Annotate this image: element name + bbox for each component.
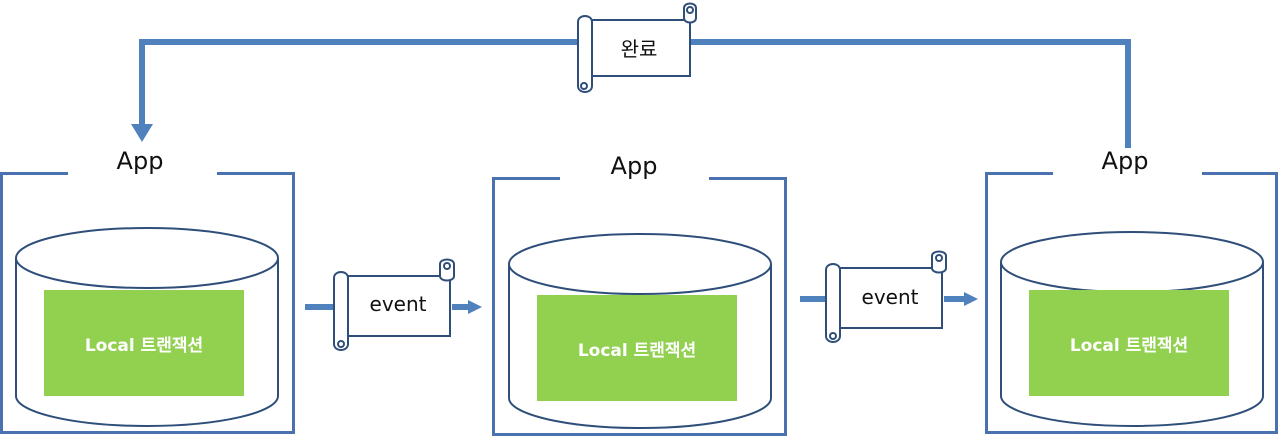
local-transaction-box-3: Local 트랜잭션 [1029,290,1229,396]
app-container-1 [0,172,295,434]
app-label-2: App [610,152,658,180]
app-label-3: App [1101,147,1149,175]
event-label-1: event [369,292,427,316]
app-container-2 [492,177,787,436]
completion-scroll-icon [577,2,697,93]
event-scroll-icon-2 [825,250,947,343]
completion-label: 완료 [620,37,658,61]
event-scroll-icon-1 [333,258,455,351]
local-transaction-box-2: Local 트랜잭션 [537,295,737,401]
event-arrow-2-head [964,292,978,306]
event-arrow-1-head [468,300,482,314]
app-container-3 [985,172,1278,434]
app-label-1: App [116,147,164,175]
local-transaction-box-1: Local 트랜잭션 [44,290,244,396]
local-transaction-label-1: Local 트랜잭션 [84,335,204,356]
local-transaction-label-3: Local 트랜잭션 [1069,335,1189,356]
local-transaction-label-2: Local 트랜잭션 [577,340,697,361]
completion-arrowhead [131,124,153,142]
event-label-2: event [861,285,919,309]
